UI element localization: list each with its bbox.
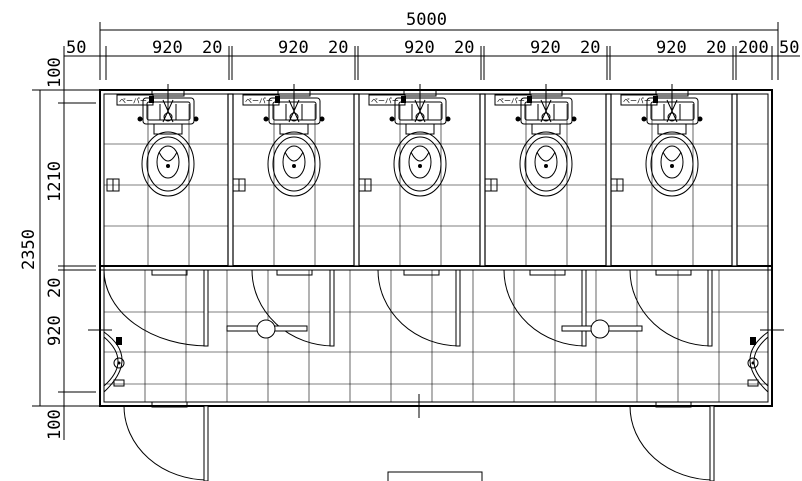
entrance-step — [387, 471, 483, 481]
dim-gap-5: 20 — [706, 38, 726, 58]
paper-holder-label: ペーパー — [119, 97, 147, 105]
paper-holder: ペーパー — [620, 94, 658, 106]
corridor-floor-tiles — [104, 270, 768, 402]
paper-holder: ペーパー — [368, 94, 406, 106]
dim-right-extra: 200 — [738, 38, 769, 58]
booth-door-3 — [377, 269, 461, 347]
dim-gap-3: 20 — [454, 38, 474, 58]
booth-door-2 — [251, 269, 335, 347]
paper-holder-label: ペーパー — [245, 97, 273, 105]
paper-holder-label: ペーパー — [497, 97, 525, 105]
left-dimension-lines — [32, 46, 100, 440]
left-dimension-texts: 2350 100 1210 20 920 100 — [19, 57, 65, 440]
top-dimension-lines — [64, 22, 800, 80]
washbasin-right — [747, 331, 769, 393]
booth-partitions — [227, 93, 738, 267]
paper-holder-label: ペーパー — [623, 97, 651, 105]
dim-gap-4: 20 — [580, 38, 600, 58]
dim-stall-width-4: 920 — [530, 38, 561, 58]
dim-stall-width-3: 920 — [404, 38, 435, 58]
paper-holder: ペーパー — [242, 94, 280, 106]
booth-floor-tiles — [104, 104, 768, 266]
dim-stall-width-5: 920 — [656, 38, 687, 58]
top-dimension-texts: 5000 50 920 20 920 20 920 20 920 20 920 … — [66, 10, 799, 58]
washbasin-left — [103, 331, 125, 393]
dim-corridor-depth: 920 — [45, 315, 65, 346]
center-marks — [88, 318, 784, 418]
toilet-booth-5: ペーパー — [610, 84, 703, 197]
booth-door-1 — [103, 269, 209, 347]
door-stops — [151, 269, 692, 408]
toilet-booth-4: ペーパー — [484, 84, 577, 197]
dim-gap-2: 20 — [328, 38, 348, 58]
dim-total-width: 5000 — [406, 10, 447, 30]
dim-gap-1: 20 — [202, 38, 222, 58]
entrance-door-left — [123, 405, 209, 481]
booth-door-4 — [503, 269, 587, 347]
dim-total-height: 2350 — [19, 229, 39, 270]
dim-stall-width-2: 920 — [278, 38, 309, 58]
corridor-screen-left — [226, 319, 308, 339]
booth-door-5 — [629, 269, 713, 347]
paper-holder: ペーパー — [116, 94, 154, 106]
dim-top-margin: 100 — [45, 57, 65, 88]
corridor-screen-right — [561, 319, 643, 339]
paper-holder: ペーパー — [494, 94, 532, 106]
dim-partition: 20 — [45, 278, 65, 298]
paper-holder-label: ペーパー — [371, 97, 399, 105]
dim-left-margin: 50 — [66, 38, 86, 58]
entrance-door-right — [629, 405, 715, 481]
dim-bottom-margin: 100 — [45, 409, 65, 440]
toilet-booth-1: ペーパー — [106, 84, 199, 197]
dim-stall-width-1: 920 — [152, 38, 183, 58]
dim-right-margin: 50 — [779, 38, 799, 58]
toilet-booth-2: ペーパー — [232, 84, 325, 197]
dim-booth-depth: 1210 — [45, 161, 65, 202]
toilet-booth-3: ペーパー — [358, 84, 451, 197]
